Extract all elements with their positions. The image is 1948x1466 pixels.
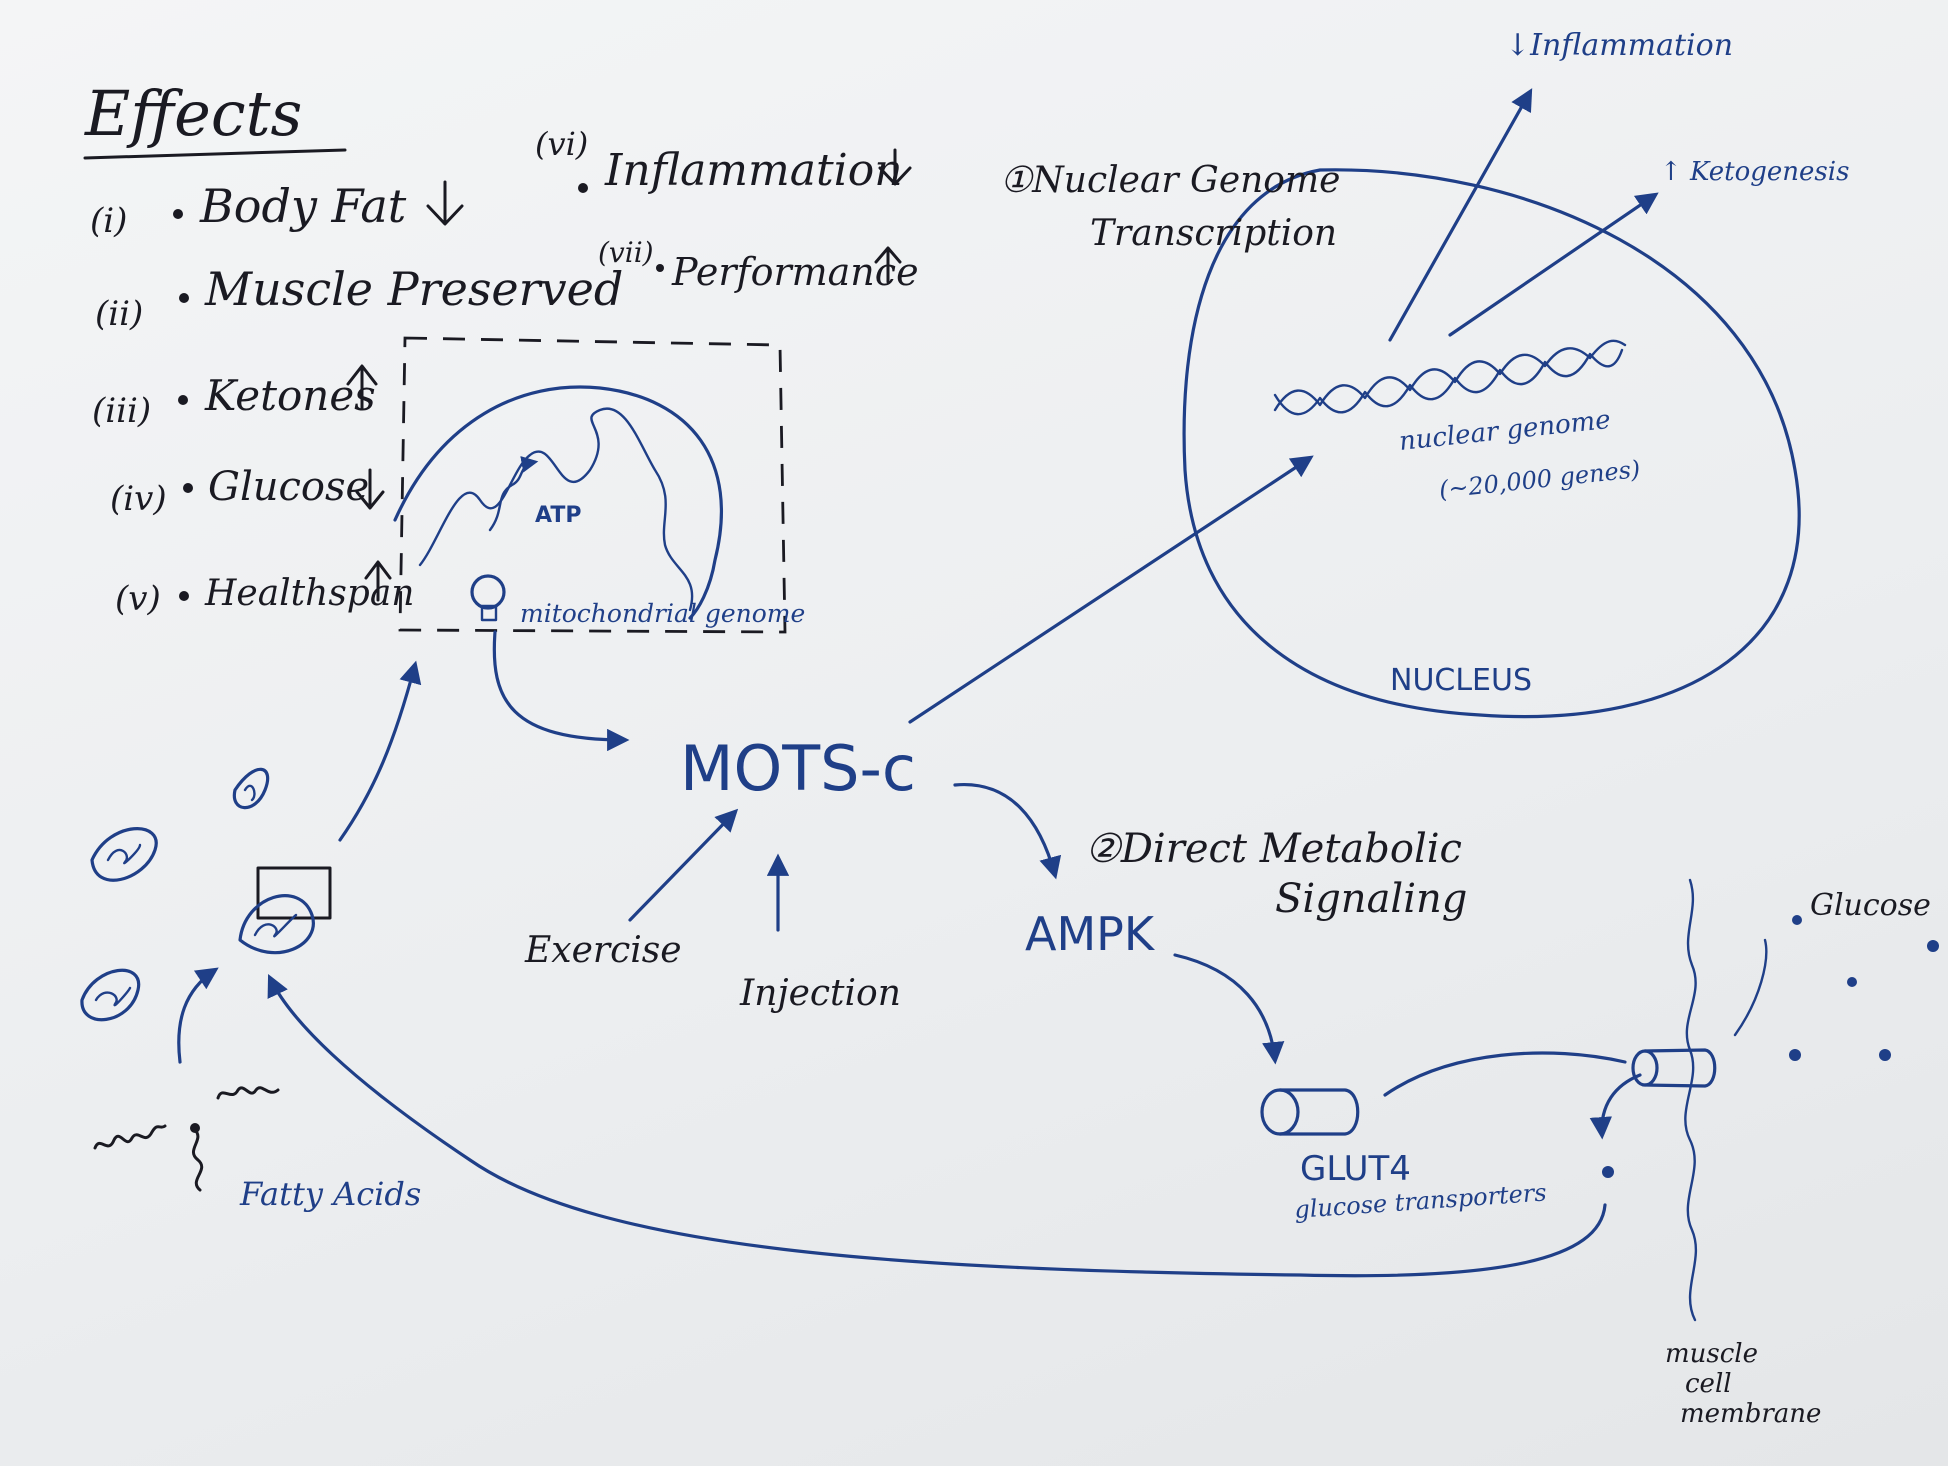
fatty-acids-label: Fatty Acids xyxy=(239,1175,421,1213)
arrow-exercise-to-mots xyxy=(630,812,735,920)
glucose-dot xyxy=(1789,1049,1801,1061)
nuclear-transcription-heading-1: ①Nuclear Genome xyxy=(1000,160,1340,201)
effect-2-label: Muscle Preserved xyxy=(204,262,623,316)
mitochondria-cluster xyxy=(82,769,330,1019)
zoom-source-box xyxy=(258,868,330,918)
inflammation-down-label: ↓Inflammation xyxy=(1505,28,1733,63)
exercise-label: Exercise xyxy=(524,930,682,971)
nuclear-genome-label: nuclear genome xyxy=(1398,405,1612,457)
bullet xyxy=(656,264,664,272)
mots-c-label: MOTS-c xyxy=(680,732,916,805)
arrow-glucose-into-cell xyxy=(1602,1075,1640,1135)
effect-3-number: (iii) xyxy=(92,391,151,431)
effect-6-number: (vi) xyxy=(535,125,588,163)
metabolic-heading-1: ②Direct Metabolic xyxy=(1085,826,1462,872)
effect-6-label: Inflammation xyxy=(604,145,903,196)
arrow-fatty-acids-to-mitochondria xyxy=(179,970,215,1062)
metabolic-heading-2: Signaling xyxy=(1275,876,1467,922)
effect-1-number: (i) xyxy=(90,201,127,241)
glucose-label: Glucose xyxy=(1810,888,1931,923)
bullet xyxy=(183,483,193,493)
effect-1-label: Body Fat xyxy=(199,179,407,233)
bullet xyxy=(179,591,189,601)
effects-title: Effects xyxy=(84,77,302,150)
ampk-label: AMPK xyxy=(1025,907,1156,961)
arrow-mots-to-ampk xyxy=(955,785,1055,875)
bullet xyxy=(178,395,188,405)
atp-label: ATP xyxy=(535,503,581,528)
ketogenesis-up-label: ↑ Ketogenesis xyxy=(1660,157,1849,187)
arrow-glut4-to-membrane xyxy=(1385,1053,1625,1095)
mitochondrial-genome-icon xyxy=(472,576,504,608)
injection-label: Injection xyxy=(739,973,901,1014)
mitochondrion-small-icon xyxy=(234,769,267,807)
arrow-mito-to-mots xyxy=(494,632,625,740)
dna-strand-b xyxy=(1275,350,1622,414)
bullet xyxy=(578,183,588,193)
membrane-label-3: membrane xyxy=(1680,1399,1821,1429)
effect-4-number: (iv) xyxy=(110,479,167,519)
glucose-dot xyxy=(1879,1049,1891,1061)
glucose-dot xyxy=(1602,1166,1614,1178)
effects-section: Effects (i) Body Fat (ii) Muscle Preserv… xyxy=(84,77,919,619)
arrow-ampk-to-glut4 xyxy=(1175,955,1275,1060)
bullet xyxy=(179,293,189,303)
glucose-dot xyxy=(1927,940,1939,952)
nuclear-genes-label: (~20,000 genes) xyxy=(1438,455,1642,504)
mitochondrion-small-icon xyxy=(82,970,139,1019)
nuclear-transcription-heading-2: Transcription xyxy=(1090,213,1337,254)
down-arrow-icon xyxy=(428,182,462,224)
effects-title-underline xyxy=(85,150,345,158)
mitochondrion-group: ATP mitochondrial genome xyxy=(395,338,805,632)
arrow-to-ketogenesis xyxy=(1450,195,1655,335)
glucose-dot xyxy=(1792,915,1802,925)
mitochondrion-small-icon xyxy=(92,829,156,881)
effect-3-label: Ketones xyxy=(204,371,376,420)
effect-7-number: (vii) xyxy=(598,236,654,269)
muscle-cell-membrane xyxy=(1685,880,1696,1320)
glucose-dot xyxy=(1847,977,1857,987)
arrow-mots-to-nucleus xyxy=(910,458,1310,722)
nucleus-label: NUCLEUS xyxy=(1390,663,1532,698)
mitochondrion-large-icon xyxy=(240,896,313,953)
mitochondrial-genome-label: mitochondrial genome xyxy=(520,599,805,628)
fatty-acid-squiggle xyxy=(193,1130,201,1190)
dashed-zoom-box xyxy=(400,338,785,632)
bullet xyxy=(173,209,183,219)
glut4-label: GLUT4 xyxy=(1300,1149,1411,1189)
membrane-label-1: muscle xyxy=(1665,1339,1758,1369)
fatty-acid-squiggle xyxy=(95,1126,165,1148)
arrow-cluster-to-zoom xyxy=(340,665,415,840)
effect-4-label: Glucose xyxy=(208,464,369,510)
effect-5-number: (v) xyxy=(115,579,161,619)
fatty-acid-squiggle xyxy=(218,1088,278,1098)
fatty-acid-head xyxy=(190,1123,200,1133)
membrane-label-2: cell xyxy=(1685,1369,1732,1399)
effect-2-number: (ii) xyxy=(95,294,143,334)
atp-synthesis-wavy-arrow xyxy=(490,462,535,530)
arrow-glucose-to-mitochondria xyxy=(270,978,1605,1276)
glut4-transporter-icon xyxy=(1262,1090,1358,1134)
arrow-to-inflammation xyxy=(1390,92,1530,340)
membrane-curve-upper xyxy=(1735,940,1766,1035)
membrane-glut4-icon xyxy=(1633,1050,1715,1086)
effect-5-label: Healthspan xyxy=(204,573,415,614)
